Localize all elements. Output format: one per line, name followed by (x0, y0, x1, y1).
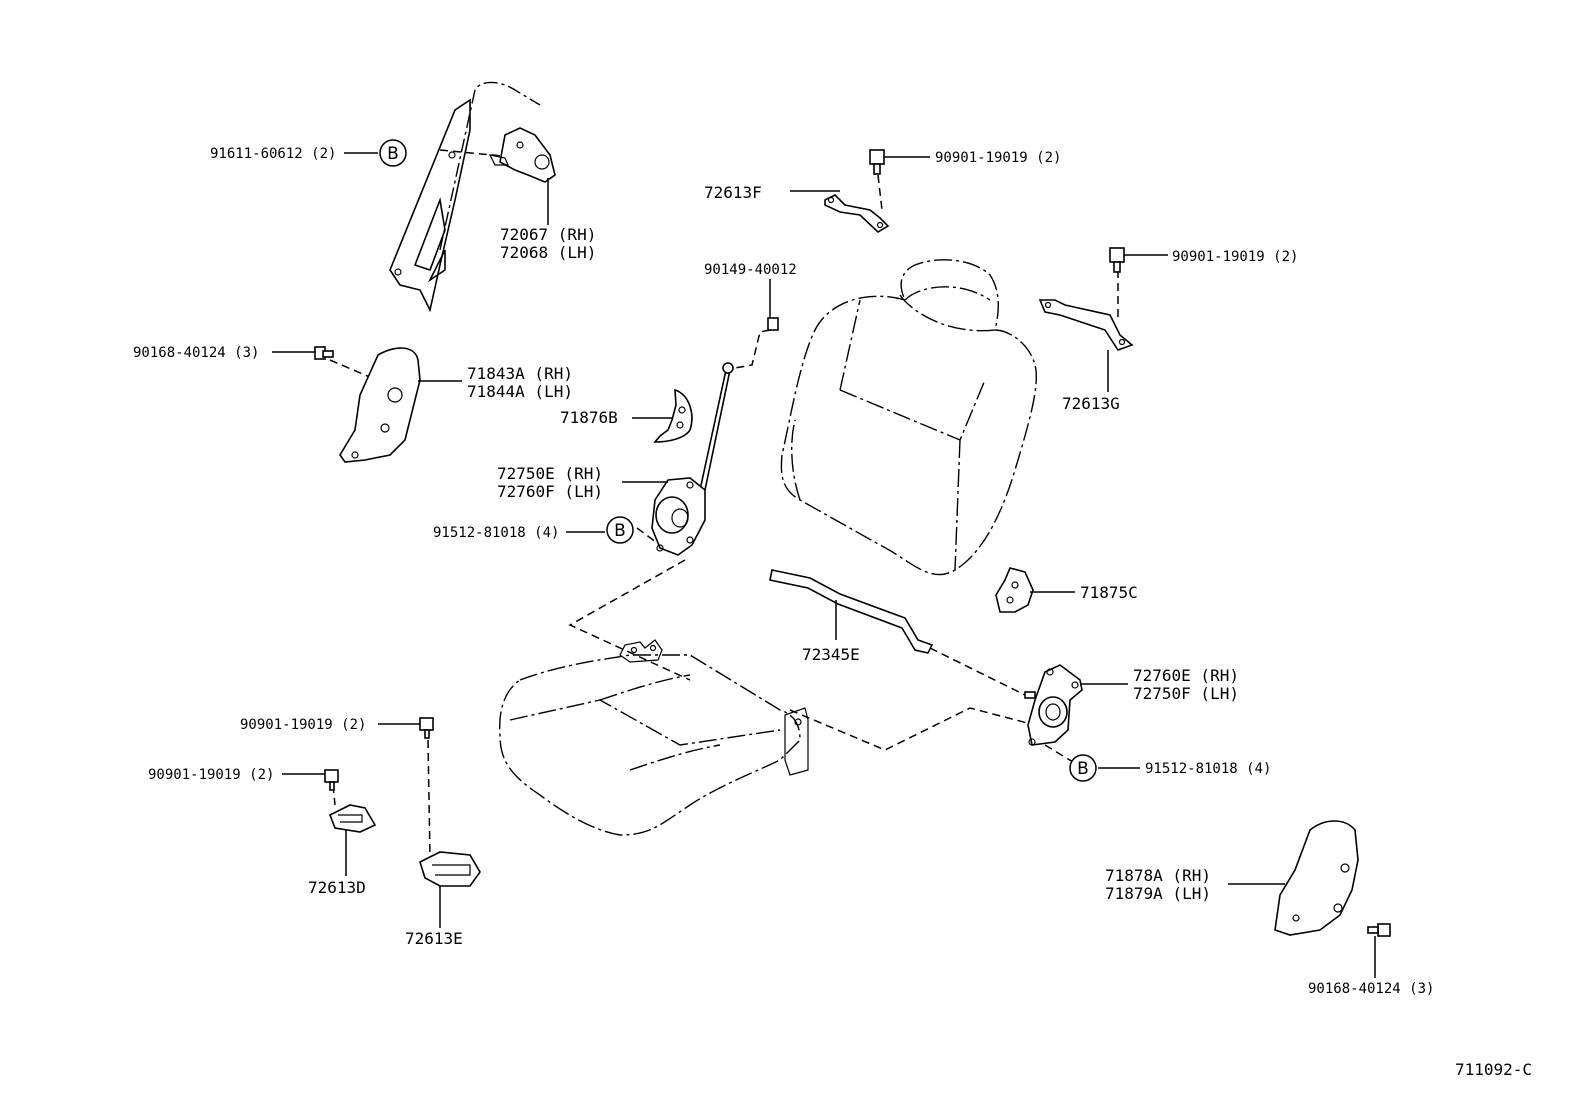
label-91512-a: 91512-81018 (4) (433, 525, 559, 541)
label-90901-c: 90901-19019 (2) (240, 717, 366, 733)
recliner-cable (699, 362, 734, 491)
bolt-90168-left (314, 346, 334, 360)
label-90901-f: 90901-19019 (2) (935, 150, 1061, 166)
assembly-line-e-bolt (427, 739, 431, 859)
bolt-90149 (767, 317, 779, 331)
part-72067-bracket (488, 127, 556, 183)
label-71843A: 71843A (RH) (467, 364, 573, 383)
diagram-code: 711092-C (1455, 1060, 1532, 1079)
part-72345E-rod (769, 569, 934, 654)
label-72345E: 72345E (802, 645, 860, 664)
part-71878A-cover (1274, 820, 1359, 936)
seatback-frame (389, 81, 541, 313)
assembly-line-90149 (734, 329, 771, 369)
label-72068: 72068 (LH) (500, 243, 596, 262)
bolt-90901-f (869, 149, 885, 175)
part-71843A-cover (339, 347, 421, 463)
ref-marker-b-right: B (1069, 754, 1097, 782)
label-71844A: 71844A (LH) (467, 382, 573, 401)
label-72613F: 72613F (704, 183, 762, 202)
part-72613F-bracket (824, 194, 890, 233)
part-72613D-cover (328, 804, 377, 833)
svg-text:B: B (614, 521, 626, 541)
part-72613E-cover (419, 851, 481, 887)
label-90149: 90149-40012 (704, 262, 797, 278)
assembly-line-left (568, 559, 691, 681)
part-71876B (653, 388, 693, 443)
label-90168-a: 90168-40124 (3) (133, 345, 259, 361)
label-71879A: 71879A (LH) (1105, 884, 1211, 903)
assembly-line-rod (929, 647, 1026, 696)
svg-text:B: B (1077, 759, 1089, 779)
bolt-90901-d (324, 769, 339, 791)
label-72760F: 72760F (LH) (497, 482, 603, 501)
seat-cushion (498, 654, 809, 836)
assembly-line-bolt (329, 359, 373, 379)
assembly-line-right (789, 707, 1036, 751)
label-72613G: 72613G (1062, 394, 1120, 413)
label-72750F: 72750F (LH) (1133, 684, 1239, 703)
part-72760E-recliner (1024, 664, 1083, 746)
assembly-line-b-mid (636, 527, 661, 546)
cushion-front-bracket (619, 639, 663, 663)
label-72067: 72067 (RH) (500, 225, 596, 244)
label-72613D: 72613D (308, 878, 366, 897)
label-90901-d: 90901-19019 (2) (148, 767, 274, 783)
part-71875C (995, 567, 1034, 613)
label-90901-g: 90901-19019 (2) (1172, 249, 1298, 265)
label-91611: 91611-60612 (2) (210, 146, 336, 162)
headrest-support (904, 286, 991, 301)
label-71878A: 71878A (RH) (1105, 866, 1211, 885)
bolt-90168-right (1367, 923, 1391, 937)
label-71875C: 71875C (1080, 583, 1138, 602)
seat-back (780, 259, 1037, 576)
assembly-line-f-bolt (877, 174, 883, 211)
label-72613E: 72613E (405, 929, 463, 948)
label-72750E: 72750E (RH) (497, 464, 603, 483)
label-91512-b: 91512-81018 (4) (1145, 761, 1271, 777)
ref-marker-b-top: B (379, 139, 407, 167)
ref-marker-b-mid: B (606, 516, 634, 544)
svg-text:B: B (387, 144, 399, 164)
bolt-90901-e (419, 717, 434, 739)
label-90168-b: 90168-40124 (3) (1308, 981, 1434, 997)
label-72760E: 72760E (RH) (1133, 666, 1239, 685)
part-72750E-recliner (651, 477, 706, 556)
part-72613G-bracket (1038, 299, 1134, 351)
label-71876B: 71876B (560, 408, 618, 427)
bolt-90901-g (1109, 247, 1125, 273)
